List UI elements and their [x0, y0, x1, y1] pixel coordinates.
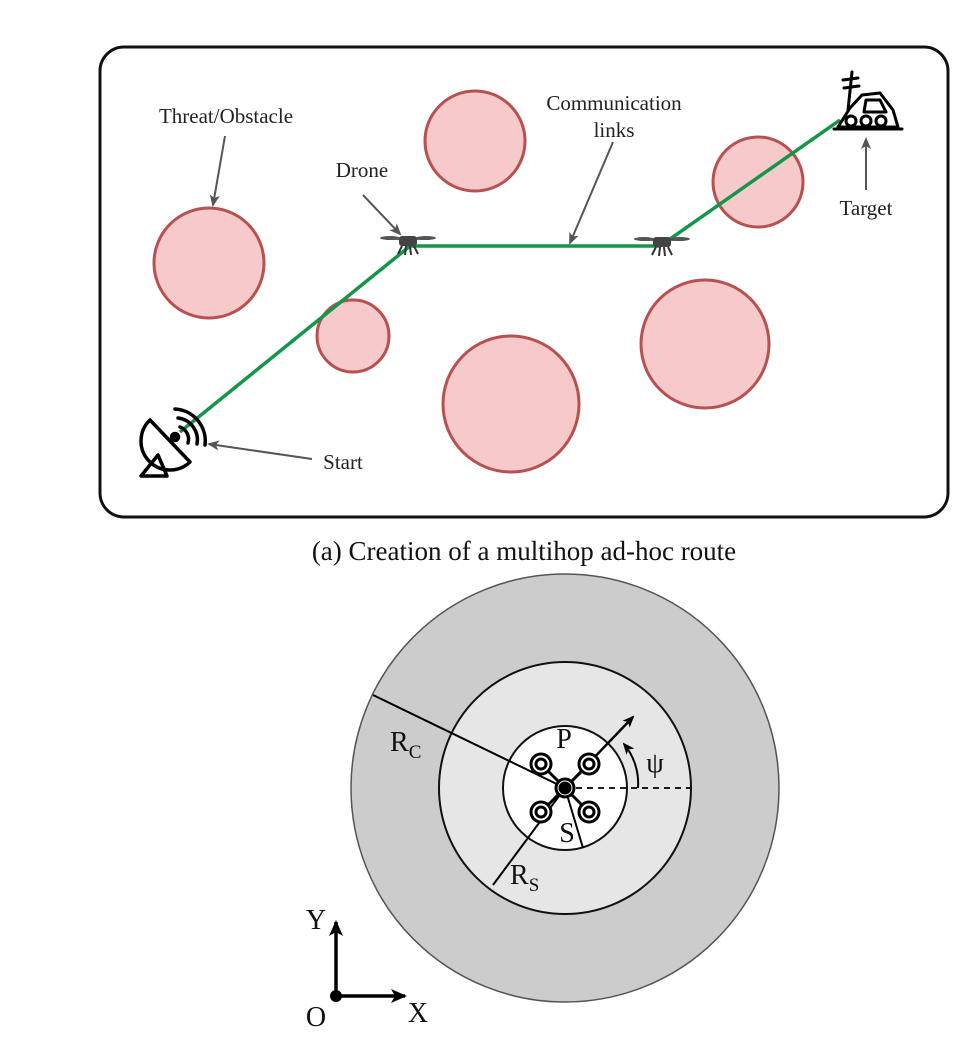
- communication-arrow: [569, 141, 614, 245]
- coordinate-axes: Y X O: [306, 905, 428, 1033]
- communication-route: [178, 118, 842, 434]
- start-label: Start: [323, 450, 363, 474]
- p-label: P: [556, 724, 572, 755]
- origin-label: O: [306, 1002, 326, 1033]
- obstacles: [152, 89, 805, 474]
- radius-rc-line: [372, 694, 566, 789]
- rc-label: RC: [390, 727, 421, 763]
- start-arrow: [207, 440, 313, 460]
- drone-icon: [380, 236, 436, 256]
- communication-label-line2: links: [594, 118, 635, 142]
- satellite-dish-icon: [139, 407, 208, 478]
- target-vehicle-icon: [832, 70, 904, 131]
- rs-label-sub: S: [529, 875, 540, 896]
- panel-b: RC RS P S ψ: [350, 573, 780, 1003]
- obstacle-circle: [441, 334, 581, 474]
- rc-label-main: R: [390, 727, 409, 758]
- radius-rs-line: [492, 787, 566, 886]
- obstacle-circle: [315, 298, 391, 374]
- quadcopter-icon: [529, 752, 601, 824]
- psi-label: ψ: [646, 748, 664, 779]
- obstacle-circle: [711, 135, 805, 229]
- drone-arrow: [362, 194, 402, 236]
- obstacle-circle: [152, 206, 266, 320]
- threat-label: Threat/Obstacle: [159, 104, 293, 128]
- angle-arc: [622, 742, 640, 789]
- x-axis-label: X: [408, 998, 428, 1029]
- y-axis-label: Y: [306, 905, 326, 936]
- rs-label-main: R: [510, 860, 529, 891]
- annotation-arrows: [207, 135, 871, 460]
- drone-icon: [634, 237, 690, 257]
- communication-label-line1: Communication: [546, 91, 682, 115]
- threat-arrow: [209, 135, 226, 207]
- caption-a: (a) Creation of a multihop ad-hoc route: [312, 536, 736, 566]
- obstacle-circle: [639, 278, 771, 410]
- panel-a: Threat/Obstacle Drone Communication link…: [98, 45, 950, 519]
- rc-label-sub: C: [409, 742, 422, 763]
- target-label: Target: [840, 196, 893, 220]
- obstacle-circle: [423, 89, 527, 193]
- s-label: S: [559, 818, 575, 849]
- drone-label: Drone: [336, 158, 388, 182]
- rs-label: RS: [510, 860, 539, 896]
- origin-dot: [330, 990, 342, 1002]
